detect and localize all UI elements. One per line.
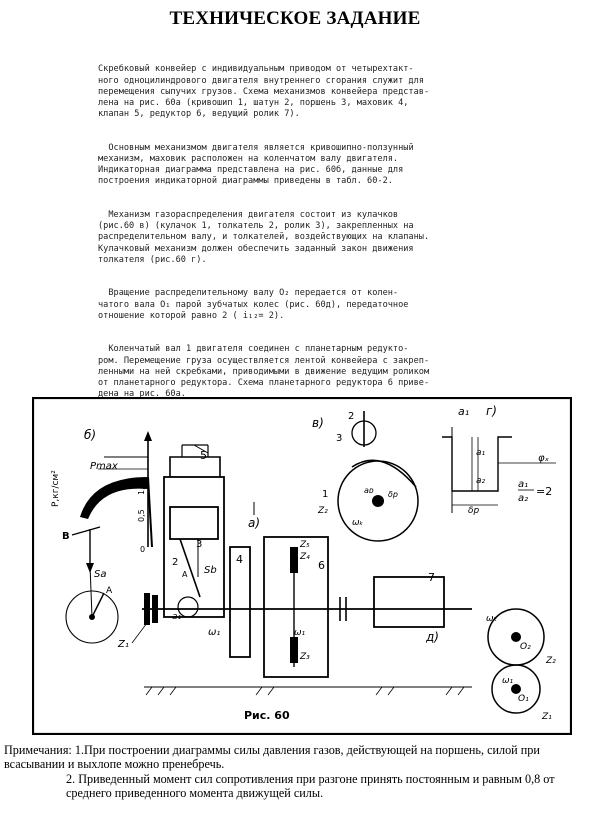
at-label: a₁ [458, 405, 469, 418]
figure-caption: Рис. 60 [244, 709, 290, 722]
roller-3 [351, 420, 377, 446]
valve-5 [169, 456, 221, 477]
follower-law-curve [442, 436, 512, 492]
drive-roller-7 [373, 576, 445, 628]
typewritten-text-block: Скребковый конвейер с индивидуальным при… [98, 42, 518, 412]
label-A-left: A [106, 586, 113, 596]
psi-label: φₓ [538, 453, 550, 464]
num-6: 6 [318, 559, 325, 572]
cam-num-1: 1 [322, 489, 328, 500]
sa-label: Sa [94, 569, 106, 580]
g-a1-label: a₁ [476, 448, 486, 458]
ratio-bottom: a₂ [518, 493, 528, 504]
wk-label: ωₖ [486, 614, 498, 624]
num-3: 3 [196, 539, 202, 550]
note-1: Примечания: 1.При построении диаграммы с… [4, 743, 540, 772]
num-7: 7 [428, 571, 435, 584]
ratio-top: a₁ [518, 479, 528, 490]
p-axis-arrow [144, 431, 152, 441]
half-mark: 0,5 [137, 509, 146, 522]
crank-circle-left [65, 590, 119, 644]
document-title: ТЕХНИЧЕСКОЕ ЗАДАНИЕ [169, 8, 421, 29]
label-v: в) [312, 416, 324, 430]
one-mark: 1,0 [137, 482, 146, 495]
z3-label: Z₃ [299, 652, 310, 662]
o1-label: O₁ [518, 694, 529, 704]
paragraph-3: Механизм газораспределения двигателя сос… [98, 210, 430, 265]
cam-z2-label: Z₂ [317, 506, 328, 516]
label-A-main: A [182, 570, 188, 579]
g-a2-label: a₂ [476, 476, 486, 486]
z5-label: Z₅ [299, 540, 310, 550]
paragraph-5: Коленчатый вал 1 двигателя соединен с пл… [98, 344, 430, 400]
paragraph-4: Вращение распределительному валу O₂ пере… [98, 288, 409, 321]
num-5: 5 [200, 449, 207, 462]
label-b: б) [84, 428, 96, 442]
zero-mark: 0 [140, 545, 145, 554]
label-B: B [62, 531, 70, 542]
connecting-rod-2 [179, 538, 201, 598]
z4-label: Z₄ [299, 552, 310, 562]
pmax-label: Pmax [90, 461, 118, 472]
p-axis-label: P,кг/см² [51, 470, 61, 507]
wb-label: ω₁ [294, 628, 306, 638]
mechanism-figure: б) P,кг/см² Pmax 0 0,5 1,0 B Sa A 5 3 2 … [31, 396, 573, 736]
w1-gear-label: ω₁ [502, 676, 514, 686]
label-d: д) [425, 630, 439, 644]
indicator-curve [80, 477, 148, 519]
ratio-value: =2 [536, 485, 552, 498]
paragraph-1: Скребковый конвейер с индивидуальным при… [98, 64, 430, 120]
gear-z2-label: Z₂ [545, 656, 556, 666]
planetary-reducer-6 [263, 536, 329, 678]
crank-pin [177, 596, 199, 618]
cam-num-3: 3 [336, 433, 342, 444]
note-2: 2. Приведенный момент сил сопротивления … [66, 771, 555, 801]
label-a: а) [248, 516, 260, 530]
cam-a-label: aᴅ [364, 486, 374, 495]
o2-label: O₂ [520, 642, 531, 652]
piston-3 [169, 506, 219, 540]
cam-num-2: 2 [348, 411, 354, 422]
label-a1: a₁ [172, 612, 182, 622]
num-4: 4 [236, 553, 243, 566]
cam-w-label: ωₖ [352, 518, 364, 528]
gear-z1-label: Z₁ [541, 712, 552, 722]
cam-dp-label: δp [388, 490, 398, 499]
cylinder [163, 476, 225, 618]
flywheel-4 [229, 546, 251, 658]
label-g: г) [486, 404, 497, 418]
num-2: 2 [172, 557, 178, 568]
gear-o1 [491, 664, 541, 714]
w1-label: ω₁ [208, 627, 220, 638]
notes-block: Примечания: 1.При построении диаграммы с… [4, 743, 586, 801]
z1-label: Z₁ [117, 639, 129, 650]
g-dp-label: δp [468, 506, 480, 516]
figure-frame [31, 396, 573, 736]
paragraph-2: Основным механизмом двигателя является к… [98, 142, 414, 187]
mechanism-scheme-drawing: б) P,кг/см² Pmax 0 0,5 1,0 B Sa A 5 3 2 … [31, 396, 573, 736]
sb-label: Sb [204, 565, 217, 576]
